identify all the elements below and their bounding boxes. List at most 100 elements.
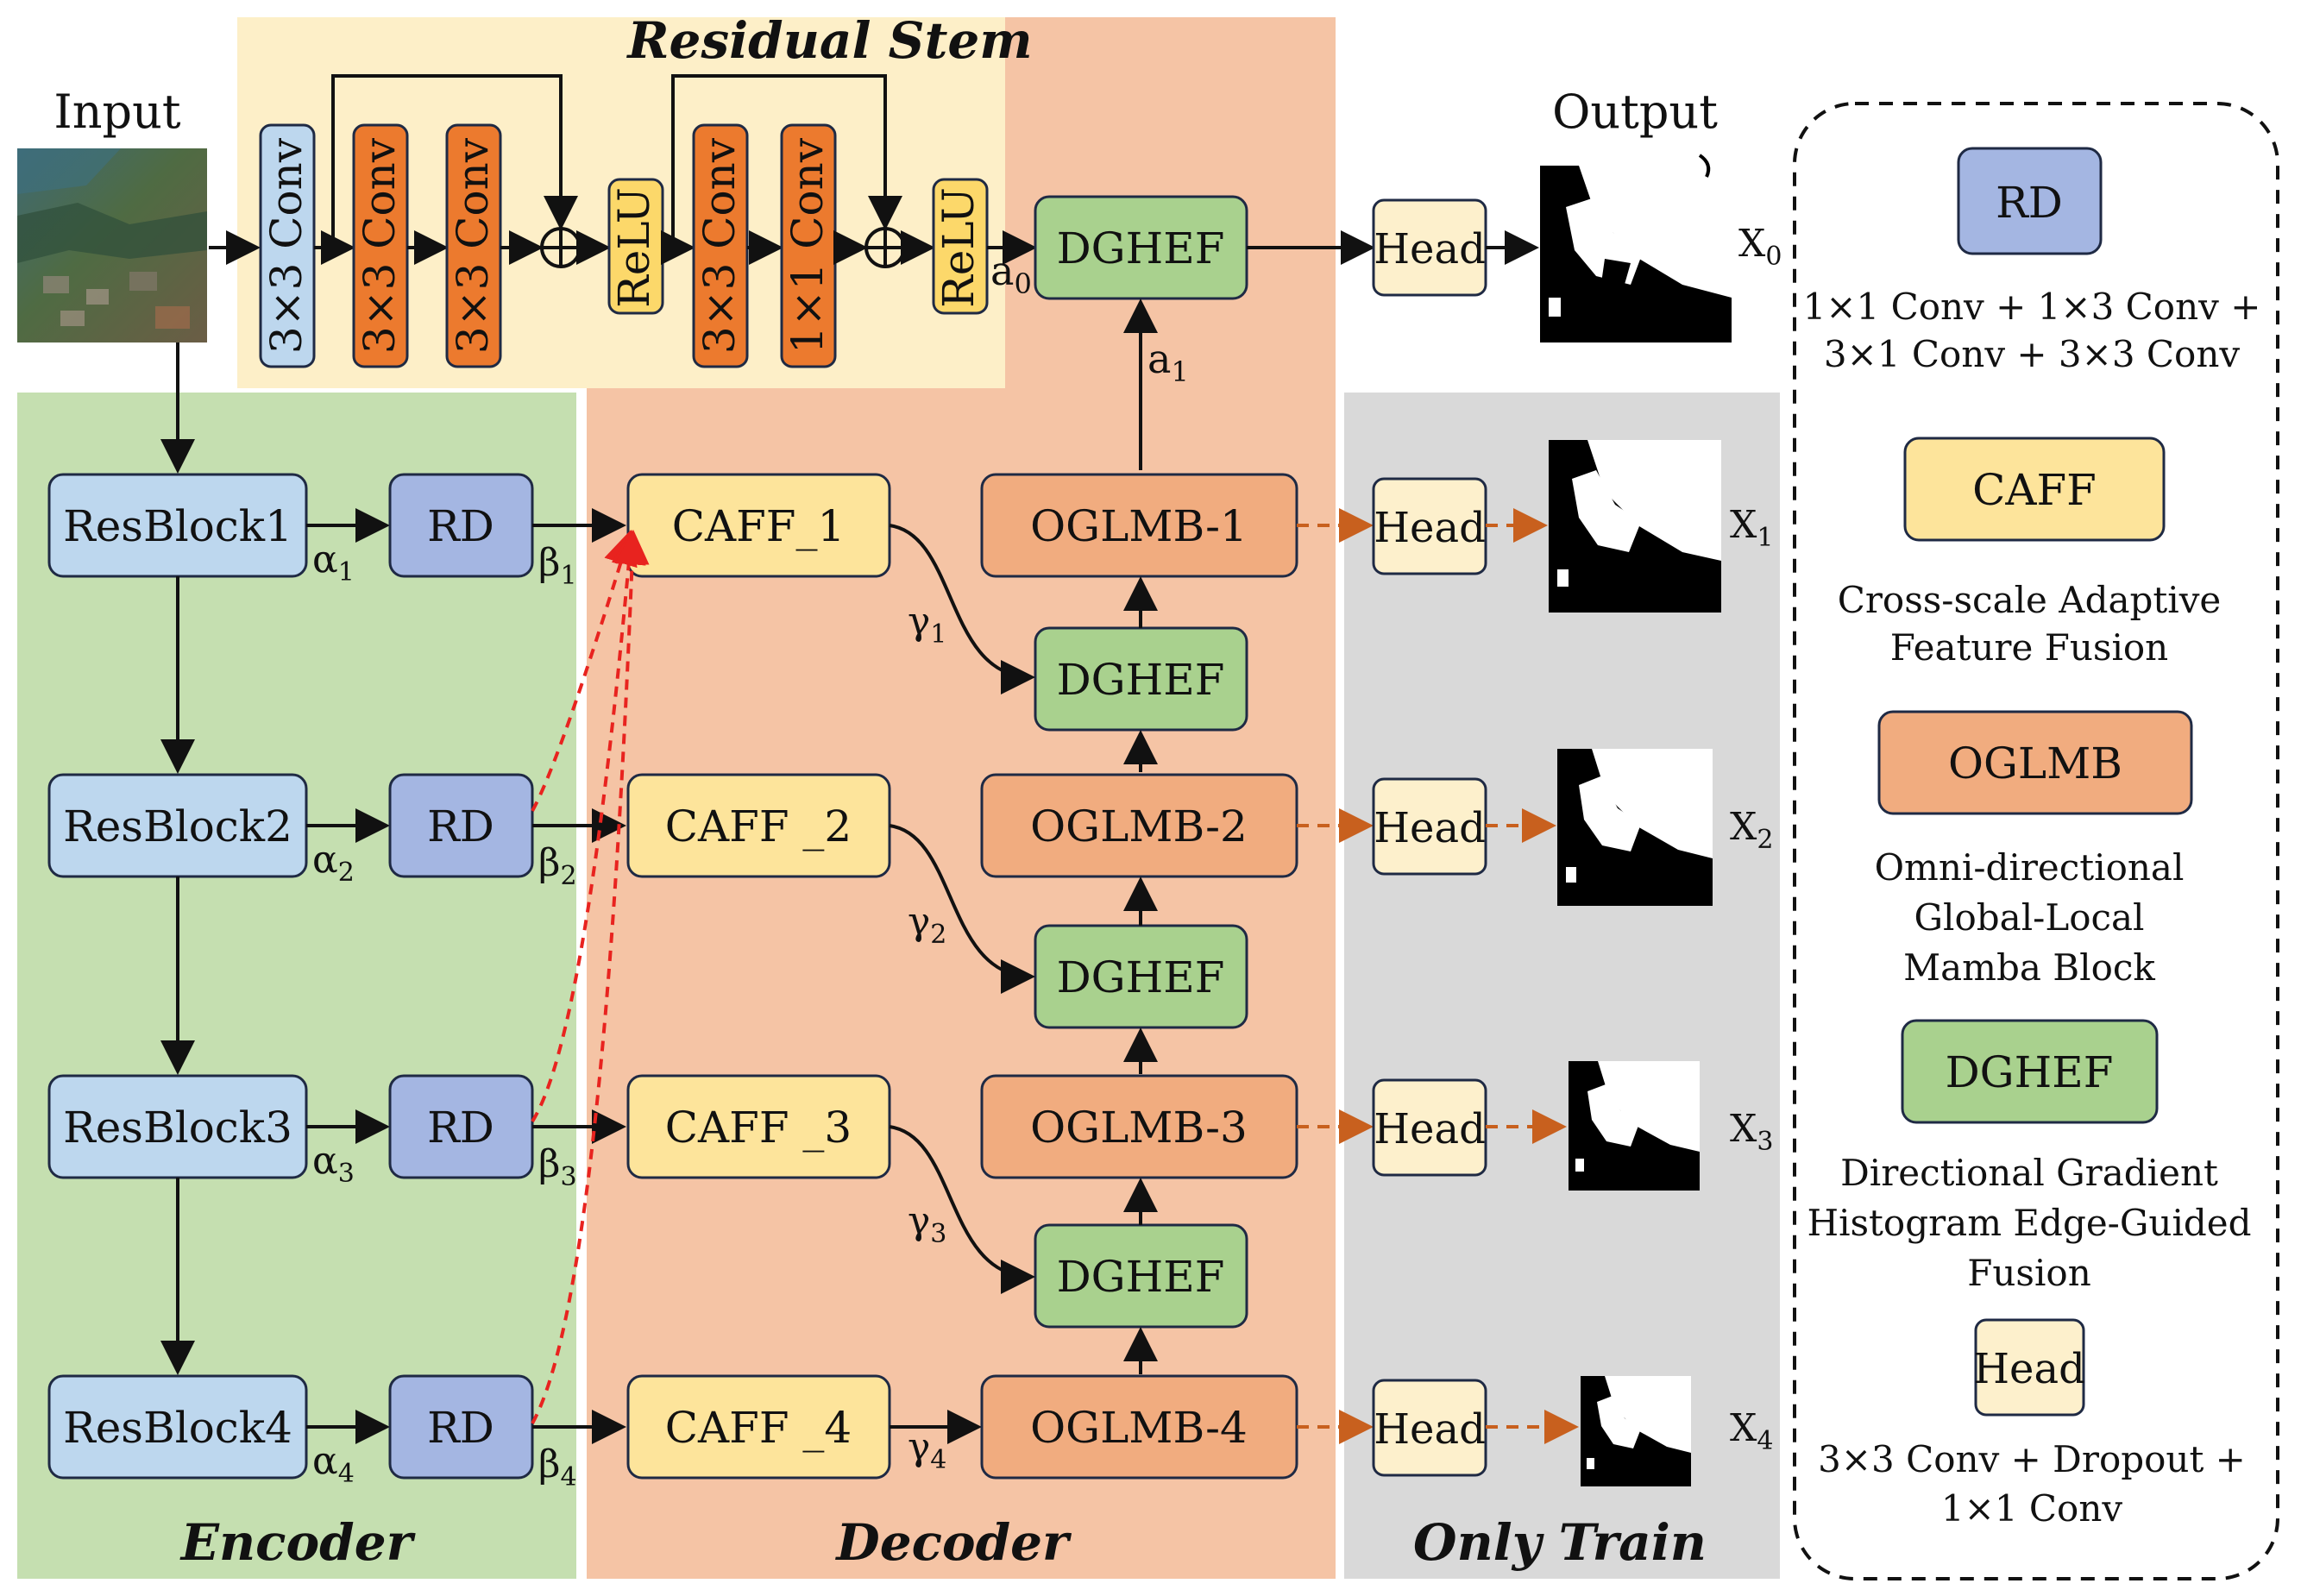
encoder-title: Encoder	[179, 1513, 417, 1572]
output-mask-1	[1549, 440, 1721, 613]
svg-text:RD: RD	[427, 1403, 494, 1453]
gamma-1-label: γ1	[908, 600, 946, 650]
x0-label: X0	[1738, 222, 1782, 272]
legend-head: Head 3×3 Conv + Dropout + 1×1 Conv	[1818, 1318, 2246, 1530]
svg-text:CAFF: CAFF	[1972, 465, 2097, 515]
residual-stem-title: Residual Stem	[626, 11, 1032, 70]
rd2-to-caff1-dashed-arrow	[531, 530, 638, 812]
svg-text:CAFF _2: CAFF _2	[665, 801, 852, 851]
x4-label: X4	[1730, 1406, 1773, 1456]
stem-skip-1	[331, 74, 578, 248]
stem-skip-2	[671, 74, 902, 248]
svg-text:DGHEF: DGHEF	[1946, 1047, 2114, 1097]
caff-3: CAFF _3	[626, 1074, 891, 1179]
output-label: Output	[1552, 85, 1718, 139]
output-mask-0	[1540, 154, 1732, 342]
rd-2: RD	[388, 773, 534, 878]
svg-text:1×1 Conv: 1×1 Conv	[783, 137, 833, 354]
svg-text:RD: RD	[427, 1103, 494, 1153]
output-mask-4	[1581, 1376, 1691, 1486]
head-4: Head	[1372, 1379, 1487, 1477]
svg-text:DGHEF: DGHEF	[1057, 223, 1225, 273]
gamma-2-label: γ2	[908, 900, 946, 950]
dghef-3: DGHEF	[1034, 1223, 1248, 1329]
legend-caff: CAFF Cross-scale Adaptive Feature Fusion	[1838, 437, 2222, 669]
head-3: Head	[1372, 1078, 1487, 1177]
alpha-3-label: α3	[312, 1139, 355, 1189]
stem-block-3: 3×3 Conv	[445, 123, 502, 368]
resblock-1: ResBlock1	[47, 473, 308, 578]
rd-1: RD	[388, 473, 534, 578]
only-train-title: Only Train	[1413, 1513, 1707, 1572]
svg-text:Head: Head	[1374, 804, 1486, 852]
svg-text:Global-Local: Global-Local	[1914, 896, 2145, 939]
dghef-2: DGHEF	[1034, 924, 1248, 1029]
svg-text:DGHEF: DGHEF	[1057, 1252, 1225, 1302]
x3-label: X3	[1730, 1107, 1773, 1157]
svg-text:CAFF_1: CAFF_1	[672, 501, 846, 551]
rd4-to-caff1-dashed-arrow	[531, 530, 650, 1424]
svg-text:Cross-scale Adaptive: Cross-scale Adaptive	[1838, 579, 2222, 621]
stem-block-2: 3×3 Conv	[352, 123, 409, 368]
gamma-4-label: γ4	[908, 1425, 946, 1475]
oglmb-1: OGLMB-1	[980, 473, 1298, 578]
oglmb-2: OGLMB-2	[980, 773, 1298, 878]
head-0: Head	[1372, 198, 1487, 297]
svg-text:OGLMB: OGLMB	[1948, 738, 2122, 789]
svg-text:Head: Head	[1374, 1105, 1486, 1153]
alpha-2-label: α2	[312, 838, 355, 888]
svg-text:Head: Head	[1374, 225, 1486, 273]
a1-label: a1	[1147, 336, 1189, 388]
stem-block-1: 3×3 Conv	[259, 123, 316, 368]
svg-text:ReLU: ReLU	[934, 187, 984, 308]
svg-text:Histogram Edge-Guided: Histogram Edge-Guided	[1807, 1202, 2251, 1244]
svg-text:3×3 Conv: 3×3 Conv	[448, 137, 498, 354]
caff-2: CAFF _2	[626, 773, 891, 878]
svg-text:DGHEF: DGHEF	[1057, 952, 1225, 1002]
add-icon	[540, 227, 582, 268]
svg-text:ResBlock3: ResBlock3	[63, 1103, 292, 1153]
legend-rd: RD 1×1 Conv + 1×3 Conv + 3×1 Conv + 3×3 …	[1803, 147, 2261, 375]
stem-block-6: 1×1 Conv	[780, 123, 837, 368]
stem-block-7: ReLU	[932, 178, 989, 315]
beta-2-label: β2	[538, 841, 577, 891]
svg-text:Omni-directional: Omni-directional	[1875, 846, 2185, 889]
svg-text:1×1 Conv: 1×1 Conv	[1941, 1487, 2122, 1530]
oglmb-3: OGLMB-3	[980, 1074, 1298, 1179]
alpha-4-label: α4	[312, 1439, 355, 1489]
dghef-top: DGHEF	[1034, 195, 1248, 300]
caff1-to-dghef1-arrow	[889, 524, 1035, 694]
svg-text:1×1 Conv + 1×3 Conv +: 1×1 Conv + 1×3 Conv +	[1803, 286, 2261, 328]
svg-text:3×3 Conv: 3×3 Conv	[261, 137, 311, 354]
svg-text:3×3 Conv: 3×3 Conv	[695, 137, 745, 354]
input-image	[17, 148, 207, 342]
svg-text:ReLU: ReLU	[609, 187, 659, 308]
gamma-3-label: γ3	[908, 1199, 946, 1249]
svg-text:Feature Fusion: Feature Fusion	[1890, 626, 2168, 669]
svg-text:CAFF _4: CAFF _4	[665, 1403, 852, 1453]
svg-text:Head: Head	[1973, 1345, 2085, 1393]
rd-4: RD	[388, 1374, 534, 1480]
svg-text:Fusion: Fusion	[1967, 1252, 2091, 1294]
legend-dghef: DGHEF Directional Gradient Histogram Edg…	[1807, 1019, 2252, 1294]
head-1: Head	[1372, 477, 1487, 575]
resblock-4: ResBlock4	[47, 1374, 308, 1480]
resblock-3: ResBlock3	[47, 1074, 308, 1179]
head-2: Head	[1372, 777, 1487, 876]
svg-text:ResBlock1: ResBlock1	[63, 501, 292, 551]
svg-text:3×1 Conv + 3×3 Conv: 3×1 Conv + 3×3 Conv	[1824, 333, 2241, 375]
svg-text:Directional Gradient: Directional Gradient	[1840, 1152, 2218, 1194]
svg-text:OGLMB-3: OGLMB-3	[1030, 1103, 1248, 1153]
caff2-to-dghef2-arrow	[889, 824, 1035, 994]
beta-3-label: β3	[538, 1142, 577, 1192]
add-icon	[864, 227, 906, 268]
svg-text:OGLMB-2: OGLMB-2	[1030, 801, 1248, 851]
legend-oglmb: OGLMB Omni-directional Global-Local Mamb…	[1875, 710, 2193, 989]
svg-text:OGLMB-1: OGLMB-1	[1030, 501, 1248, 551]
decoder-title: Decoder	[834, 1513, 1072, 1572]
svg-text:DGHEF: DGHEF	[1057, 655, 1225, 705]
x1-label: X1	[1730, 503, 1773, 553]
svg-text:Mamba Block: Mamba Block	[1903, 946, 2155, 989]
resblock-2: ResBlock2	[47, 773, 308, 878]
caff-4: CAFF _4	[626, 1374, 891, 1480]
